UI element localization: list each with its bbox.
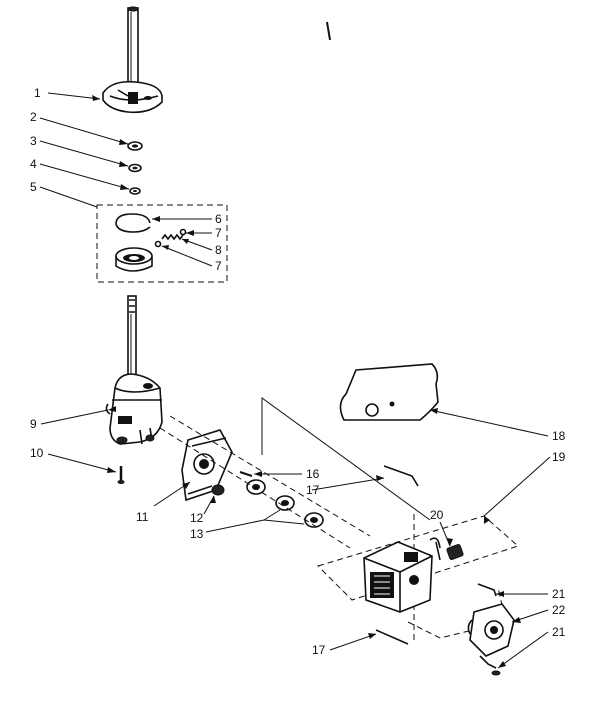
screw-10: [117, 466, 125, 484]
clip-21-lower: [479, 655, 501, 676]
callout-9: 9: [30, 417, 37, 431]
callout-2: 2: [30, 110, 37, 124]
washer-2: [127, 141, 143, 151]
mounting-plate-11: [181, 429, 233, 502]
callout-5: 5: [30, 180, 37, 194]
clutch-cam-part: [102, 80, 163, 114]
callout-21-lower: 21: [552, 625, 566, 639]
callout-21-upper: 21: [552, 587, 566, 601]
clutch-drum: [115, 247, 153, 272]
callout-22: 22: [552, 603, 566, 617]
nut-12: [211, 484, 225, 496]
split-ring-6: [115, 213, 151, 233]
callout-20: 20: [430, 508, 444, 522]
bearing-13a: [246, 479, 266, 495]
leader-lines: [39, 92, 551, 669]
callout-8: 8: [215, 243, 222, 257]
gearcase-9: [105, 373, 163, 445]
drive-shaft-lower: [127, 295, 137, 382]
callout-6: 6: [215, 212, 222, 226]
callout-3: 3: [30, 134, 37, 148]
pump-cover-22: [467, 603, 515, 657]
callout-10: 10: [30, 446, 44, 460]
ball-7-lower: [154, 240, 162, 248]
bearing-13b: [275, 495, 295, 511]
stray-mark: [326, 21, 331, 41]
callout-16: 16: [306, 467, 320, 481]
washer-4: [129, 187, 141, 195]
bolt-16: [239, 471, 253, 477]
clip-20: [446, 544, 464, 560]
pump-motor: [363, 537, 441, 613]
washer-3: [128, 163, 142, 173]
callout-18: 18: [552, 429, 566, 443]
bearing-13c: [304, 512, 324, 528]
arrow-heads: [92, 95, 521, 668]
callout-17-upper: 17: [306, 483, 320, 497]
callout-7b: 7: [215, 259, 222, 273]
callout-12: 12: [190, 511, 204, 525]
callout-1: 1: [34, 86, 41, 100]
callout-19: 19: [552, 450, 566, 464]
gasket-plate-18: [339, 363, 439, 421]
callout-7a: 7: [215, 226, 222, 240]
ball-7-upper: [179, 228, 187, 236]
kit-box-5: [96, 204, 228, 283]
callout-4: 4: [30, 157, 37, 171]
pin-17-upper: [383, 465, 419, 487]
motor-kit-box-19: [317, 515, 519, 601]
callout-17-lower: 17: [312, 643, 326, 657]
spring-8: [161, 233, 184, 241]
callout-13: 13: [190, 527, 204, 541]
clip-21-upper: [477, 583, 497, 597]
pin-17-lower: [375, 629, 409, 645]
callout-11: 11: [136, 510, 149, 524]
